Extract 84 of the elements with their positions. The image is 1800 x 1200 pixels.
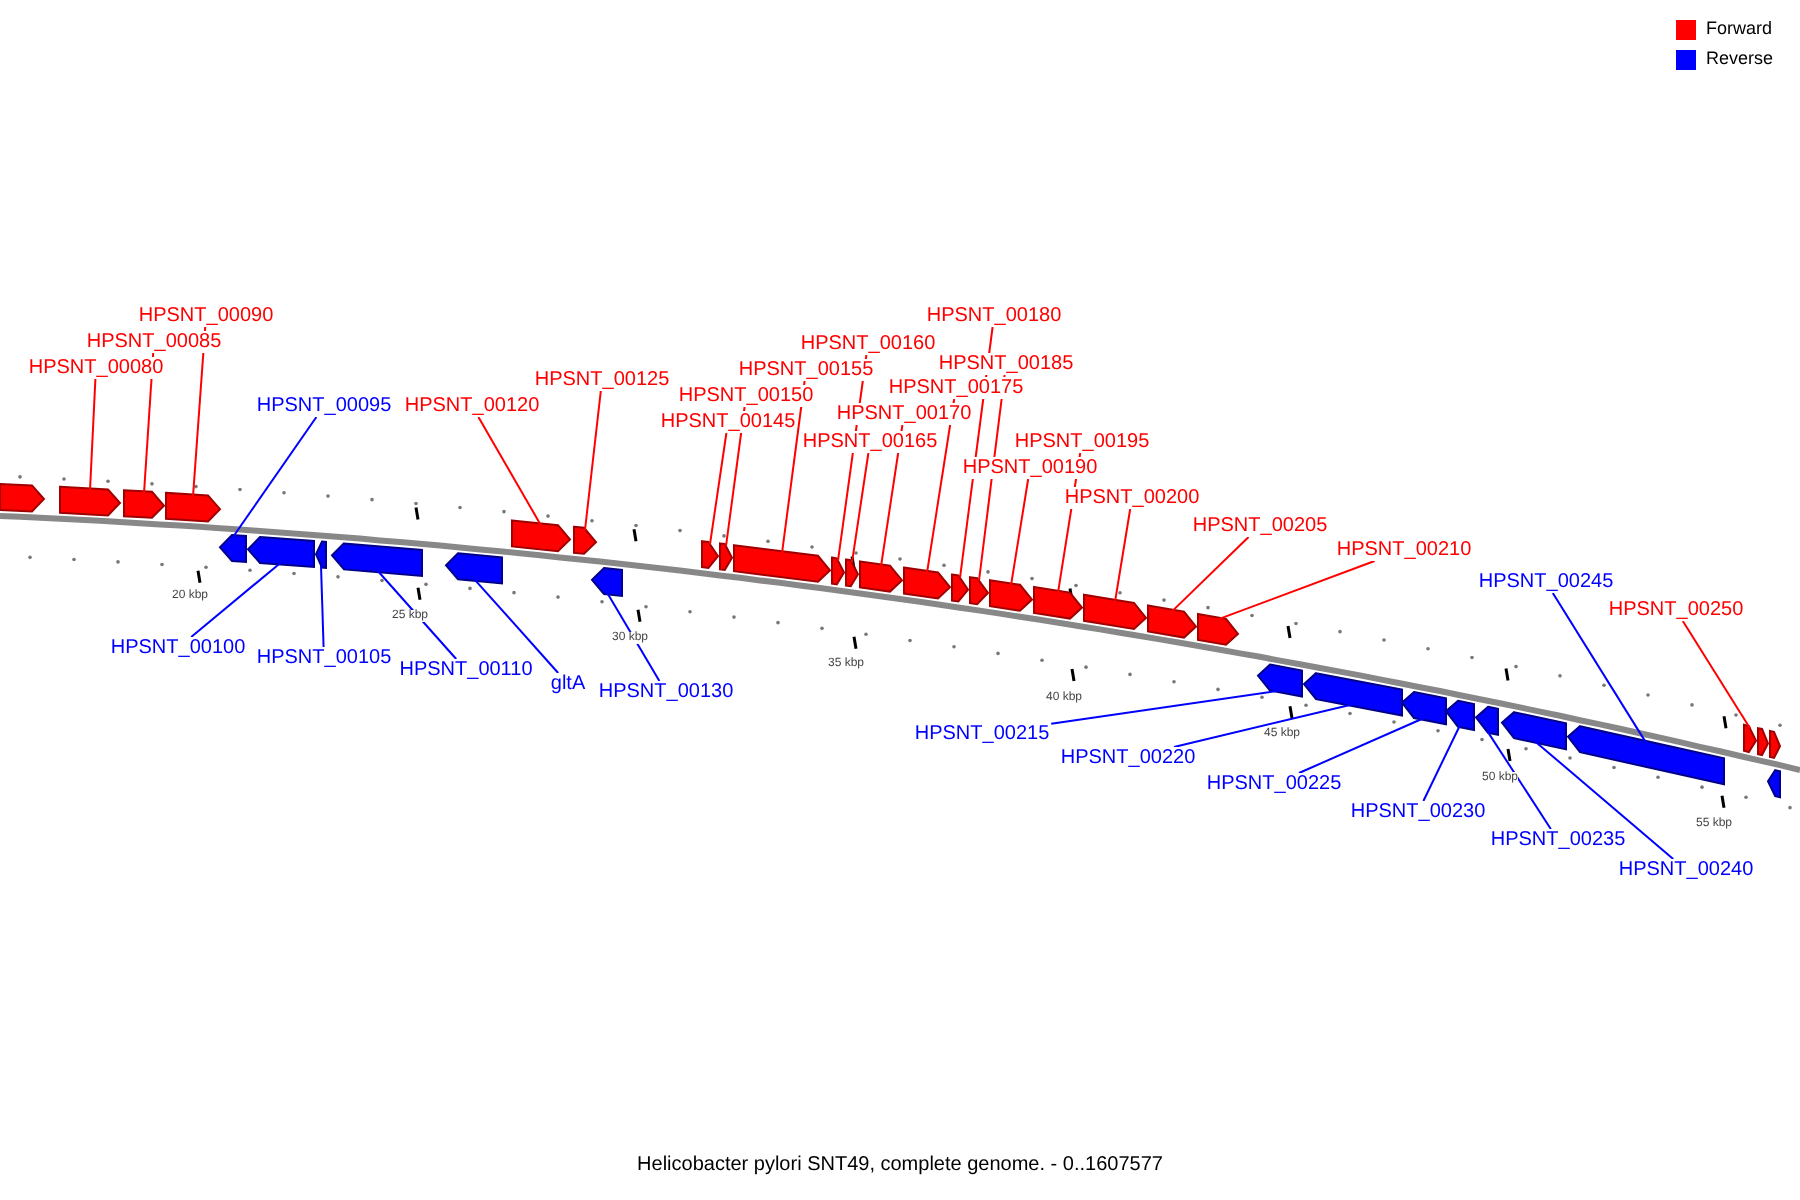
leader-line: [1010, 478, 1030, 587]
legend-label: Forward: [1706, 18, 1773, 38]
leader-line: [709, 432, 728, 546]
gene-label: HPSNT_00185: [936, 353, 1076, 375]
gene-label: HPSNT_00240: [1616, 859, 1756, 881]
leader-line: [376, 569, 458, 660]
reverse-gene: [590, 566, 623, 598]
gene-label: HPSNT_00150: [676, 385, 816, 407]
forward-gene: [59, 485, 122, 517]
leader-line: [1298, 717, 1425, 774]
gene-label: HPSNT_00200: [1062, 487, 1202, 509]
leader-line: [473, 577, 560, 674]
leader-line: [89, 378, 97, 492]
gene-label: HPSNT_00230: [1348, 801, 1488, 823]
gene-label: HPSNT_00195: [1012, 431, 1152, 453]
leader-line: [725, 406, 746, 548]
leader-line: [190, 561, 282, 638]
leader-line: [1217, 560, 1376, 621]
leader-line: [584, 390, 602, 531]
gene-label: HPSNT_00110: [397, 659, 535, 681]
reverse-gene: [1566, 725, 1725, 786]
leader-line: [1050, 689, 1281, 725]
gene-label: HPSNT_00080: [26, 357, 166, 379]
gene-label: HPSNT_00120: [402, 395, 542, 417]
gene-label: HPSNT_00155: [736, 359, 876, 381]
leader-line: [1533, 739, 1675, 860]
forward-gene: [1743, 723, 1758, 754]
reverse-gene: [444, 552, 503, 585]
forward-gene: [1757, 727, 1770, 757]
gene-label: HPSNT_00105: [254, 647, 394, 669]
gene-label: HPSNT_00235: [1488, 829, 1628, 851]
forward-gene: [701, 540, 720, 570]
leader-line: [143, 352, 155, 495]
forward-gene: [165, 491, 222, 523]
gene-label: HPSNT_00085: [84, 331, 224, 353]
leader-line: [1551, 592, 1647, 744]
gene-label: HPSNT_00205: [1190, 515, 1330, 537]
caption: Helicobacter pylori SNT49, complete genome. - 0..1607577: [635, 1154, 1165, 1176]
leader-line: [1171, 536, 1250, 613]
gene-label: HPSNT_00220: [1058, 747, 1198, 769]
gene-label: HPSNT_00130: [596, 681, 736, 703]
gene-label: HPSNT_00215: [912, 723, 1052, 745]
gene-label: HPSNT_00170: [834, 403, 974, 425]
leader-line: [606, 591, 661, 682]
reverse-gene: [1400, 690, 1447, 726]
gene-label: HPSNT_00165: [800, 431, 940, 453]
gene-label: HPSNT_00175: [886, 377, 1026, 399]
gene-label: HPSNT_00090: [136, 305, 276, 327]
leader-line: [1114, 508, 1132, 603]
leader-line: [1422, 724, 1461, 802]
gene-label: HPSNT_00250: [1606, 599, 1746, 621]
leader-line: [880, 424, 904, 568]
leader-line: [320, 564, 325, 648]
forward-gene: [1033, 585, 1084, 620]
forward-gene: [1769, 729, 1782, 759]
forward-gene: [1147, 604, 1198, 639]
leader-line: [477, 416, 542, 527]
gene-label: HPSNT_00225: [1204, 773, 1344, 795]
leader-line: [781, 380, 806, 555]
leader-line: [1173, 703, 1354, 748]
gene-label: HPSNT_00210: [1334, 539, 1474, 561]
leader-line: [192, 326, 207, 498]
forward-gene: [1197, 612, 1240, 646]
leader-line: [851, 452, 870, 564]
leader-line: [1486, 729, 1552, 830]
gene-label: HPSNT_00095: [254, 395, 394, 417]
gene-label: HPSNT_00160: [798, 333, 938, 355]
gene-label: HPSNT_00245: [1476, 571, 1616, 593]
leader-line: [1681, 620, 1751, 730]
gene-label: HPSNT_00125: [532, 369, 672, 391]
leader-line: [232, 416, 318, 538]
gene-label: gltA: [548, 673, 588, 695]
gene-label: HPSNT_00100: [108, 637, 248, 659]
reverse-gene: [1766, 769, 1781, 799]
forward-gene: [0, 482, 46, 513]
reverse-gene: [1256, 663, 1303, 698]
forward-gene: [1083, 593, 1148, 631]
reverse-gene: [1444, 699, 1475, 732]
leader-line: [926, 398, 956, 574]
gene-label: HPSNT_00145: [658, 411, 798, 433]
gene-label: HPSNT_00180: [924, 305, 1064, 327]
gene-label: HPSNT_00190: [960, 457, 1100, 479]
legend-label: Reverse: [1706, 48, 1774, 68]
forward-gene: [123, 489, 166, 519]
